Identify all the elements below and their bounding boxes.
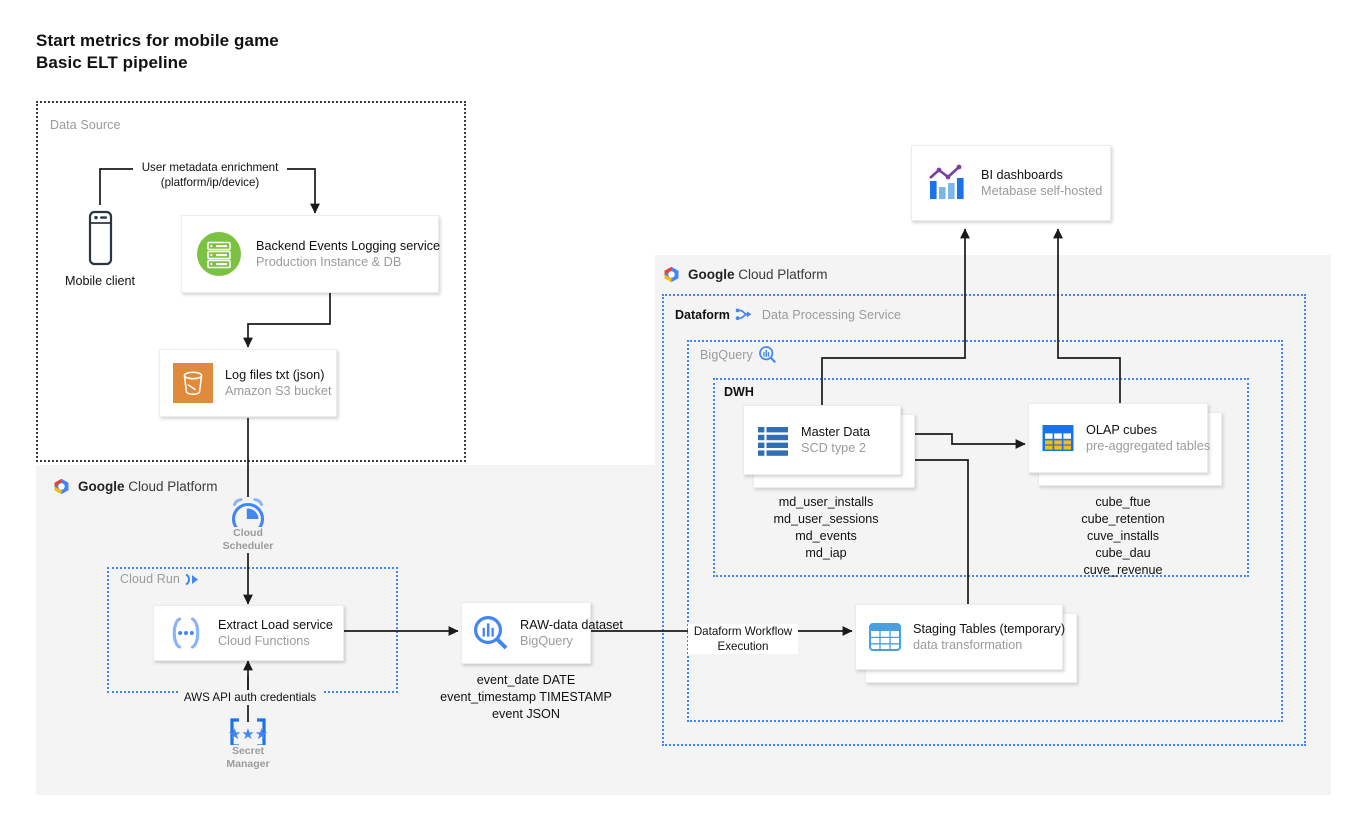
table-name: cuve_revenue bbox=[1083, 563, 1163, 577]
node-olap-cubes-title: OLAP cubes bbox=[1086, 423, 1158, 437]
table-name: cube_dau bbox=[1095, 546, 1151, 560]
schema-field: event_timestamp TIMESTAMP bbox=[440, 690, 612, 704]
panel-bigquery-label: BigQuery bbox=[700, 347, 753, 362]
cube-table-icon bbox=[1041, 421, 1075, 455]
node-s3-bucket[interactable]: Log files txt (json) Amazon S3 bucket bbox=[159, 349, 337, 417]
node-master-data-tables: md_user_installs md_user_sessions md_eve… bbox=[740, 494, 912, 562]
node-cloud-scheduler-label-line1: Cloud bbox=[233, 527, 263, 539]
node-raw-dataset-subtitle: BigQuery bbox=[520, 634, 573, 648]
schema-field: event_date DATE bbox=[476, 673, 576, 687]
node-olap-cubes-tables: cube_ftue cube_retention cuve_installs c… bbox=[1036, 494, 1210, 579]
panel-dataform-label-wrap: Dataform Data Processing Service bbox=[675, 307, 901, 322]
node-bi-dashboards-subtitle: Metabase self-hosted bbox=[981, 184, 1103, 198]
node-secret-manager-label: Secret Manager bbox=[206, 745, 290, 771]
node-extract-load[interactable]: Extract Load service Cloud Functions bbox=[153, 605, 344, 661]
edge-label-user-metadata-line1: User metadata enrichment bbox=[141, 161, 279, 174]
cloud-run-chevrons-icon bbox=[184, 573, 201, 586]
node-backend-events[interactable]: Backend Events Logging service Productio… bbox=[181, 215, 440, 293]
google-logo-icon bbox=[52, 477, 71, 496]
node-s3-bucket-text: Log files txt (json) Amazon S3 bucket bbox=[225, 367, 332, 399]
node-cloud-scheduler-label: Cloud Scheduler bbox=[206, 527, 290, 553]
title-line-1: Start metrics for mobile game bbox=[36, 31, 279, 50]
table-name: md_user_sessions bbox=[773, 512, 879, 526]
gcp-right-brand-text: Google Cloud Platform bbox=[688, 267, 828, 282]
panel-cloud-run-label-wrap: Cloud Run bbox=[120, 572, 201, 586]
node-master-data-subtitle: SCD type 2 bbox=[801, 441, 866, 455]
panel-data-source-label: Data Source bbox=[50, 118, 121, 132]
node-staging-tables[interactable]: Staging Tables (temporary) data transfor… bbox=[855, 604, 1065, 670]
node-bi-dashboards-title: BI dashboards bbox=[981, 168, 1063, 182]
node-extract-load-text: Extract Load service Cloud Functions bbox=[218, 617, 333, 649]
node-mobile-client-label: Mobile client bbox=[65, 274, 135, 288]
node-olap-cubes[interactable]: OLAP cubes pre-aggregated tables bbox=[1028, 403, 1210, 473]
node-mobile-client[interactable] bbox=[76, 208, 124, 270]
node-staging-tables-subtitle: data transformation bbox=[913, 638, 1023, 652]
table-name: cube_retention bbox=[1081, 512, 1165, 526]
edge-label-dataform-exec: Dataform Workflow Execution bbox=[688, 624, 798, 654]
edge-label-aws-auth: AWS API auth credentials bbox=[178, 690, 322, 705]
gcp-left-brand: Google Cloud Platform bbox=[52, 477, 218, 496]
dataform-flow-icon bbox=[735, 307, 757, 322]
node-raw-dataset[interactable]: RAW-data dataset BigQuery bbox=[461, 602, 623, 664]
panel-bigquery-label-wrap: BigQuery bbox=[700, 345, 777, 364]
table-name: cube_ftue bbox=[1095, 495, 1151, 509]
node-olap-cubes-subtitle: pre-aggregated tables bbox=[1086, 439, 1211, 453]
bigquery-magnifier-icon bbox=[472, 614, 510, 652]
node-backend-events-title: Backend Events Logging service bbox=[256, 239, 441, 253]
server-rack-icon bbox=[196, 231, 242, 277]
edge-label-user-metadata-line2: (platform/ip/device) bbox=[160, 176, 260, 189]
panel-dwh-label: DWH bbox=[724, 385, 754, 399]
node-extract-load-subtitle: Cloud Functions bbox=[218, 634, 310, 648]
node-backend-events-subtitle: Production Instance & DB bbox=[256, 255, 402, 269]
node-s3-bucket-title: Log files txt (json) bbox=[225, 368, 325, 382]
bar-chart-line-icon bbox=[926, 163, 968, 203]
node-cloud-scheduler-label-line2: Scheduler bbox=[222, 540, 274, 552]
node-backend-events-text: Backend Events Logging service Productio… bbox=[256, 238, 440, 270]
node-bi-dashboards-text: BI dashboards Metabase self-hosted bbox=[981, 167, 1102, 199]
table-name: md_user_installs bbox=[778, 495, 874, 509]
node-master-data-title: Master Data bbox=[801, 425, 871, 439]
gcp-left-brand-text: Google Cloud Platform bbox=[78, 479, 218, 494]
schema-field: event JSON bbox=[492, 707, 560, 721]
node-master-data-text: Master Data SCD type 2 bbox=[801, 424, 870, 456]
mobile-phone-icon bbox=[76, 208, 124, 270]
edge-label-dataform-exec-line2: Execution bbox=[717, 640, 769, 653]
node-raw-dataset-schema: event_date DATE event_timestamp TIMESTAM… bbox=[406, 672, 646, 723]
edge-label-user-metadata: User metadata enrichment (platform/ip/de… bbox=[133, 160, 287, 190]
node-raw-dataset-title: RAW-data dataset bbox=[520, 618, 623, 632]
title-line-2: Basic ELT pipeline bbox=[36, 53, 188, 72]
panel-dwh bbox=[713, 378, 1249, 577]
node-s3-bucket-subtitle: Amazon S3 bucket bbox=[225, 384, 332, 398]
panel-gcp-right bbox=[655, 255, 1331, 795]
table-name: md_iap bbox=[805, 546, 847, 560]
node-master-data[interactable]: Master Data SCD type 2 bbox=[743, 405, 901, 475]
page-title: Start metrics for mobile game Basic ELT … bbox=[36, 30, 279, 74]
table-grid-icon bbox=[868, 620, 902, 654]
table-name: cuve_installs bbox=[1086, 529, 1160, 543]
cloud-functions-icon bbox=[166, 616, 206, 650]
node-bi-dashboards[interactable]: BI dashboards Metabase self-hosted bbox=[911, 145, 1111, 221]
node-raw-dataset-text: RAW-data dataset BigQuery bbox=[520, 617, 623, 649]
bigquery-magnifier-icon bbox=[758, 345, 777, 364]
panel-cloud-run-label: Cloud Run bbox=[120, 572, 180, 586]
node-staging-tables-title: Staging Tables (temporary) bbox=[913, 622, 1066, 636]
s3-bucket-icon bbox=[173, 363, 213, 403]
edge-label-dataform-exec-line1: Dataform Workflow bbox=[693, 625, 793, 638]
node-secret-manager-label-line1: Secret bbox=[231, 745, 265, 757]
node-staging-tables-text: Staging Tables (temporary) data transfor… bbox=[913, 621, 1065, 653]
list-rows-icon bbox=[756, 423, 790, 457]
panel-dataform-sublabel: Data Processing Service bbox=[761, 307, 902, 322]
svg-text:★★★: ★★★ bbox=[228, 725, 268, 743]
node-extract-load-title: Extract Load service bbox=[218, 618, 333, 632]
gcp-right-brand: Google Cloud Platform bbox=[662, 265, 828, 284]
node-olap-cubes-text: OLAP cubes pre-aggregated tables bbox=[1086, 422, 1210, 454]
table-name: md_events bbox=[795, 529, 857, 543]
secret-asterisks-icon: ★★★ bbox=[226, 718, 270, 748]
panel-dataform-label: Dataform bbox=[675, 307, 730, 322]
panel-bigquery bbox=[687, 340, 1283, 722]
node-secret-manager[interactable]: ★★★ bbox=[226, 718, 270, 748]
google-logo-icon bbox=[662, 265, 681, 284]
node-secret-manager-label-line2: Manager bbox=[226, 758, 270, 770]
panel-dataform bbox=[662, 294, 1306, 746]
